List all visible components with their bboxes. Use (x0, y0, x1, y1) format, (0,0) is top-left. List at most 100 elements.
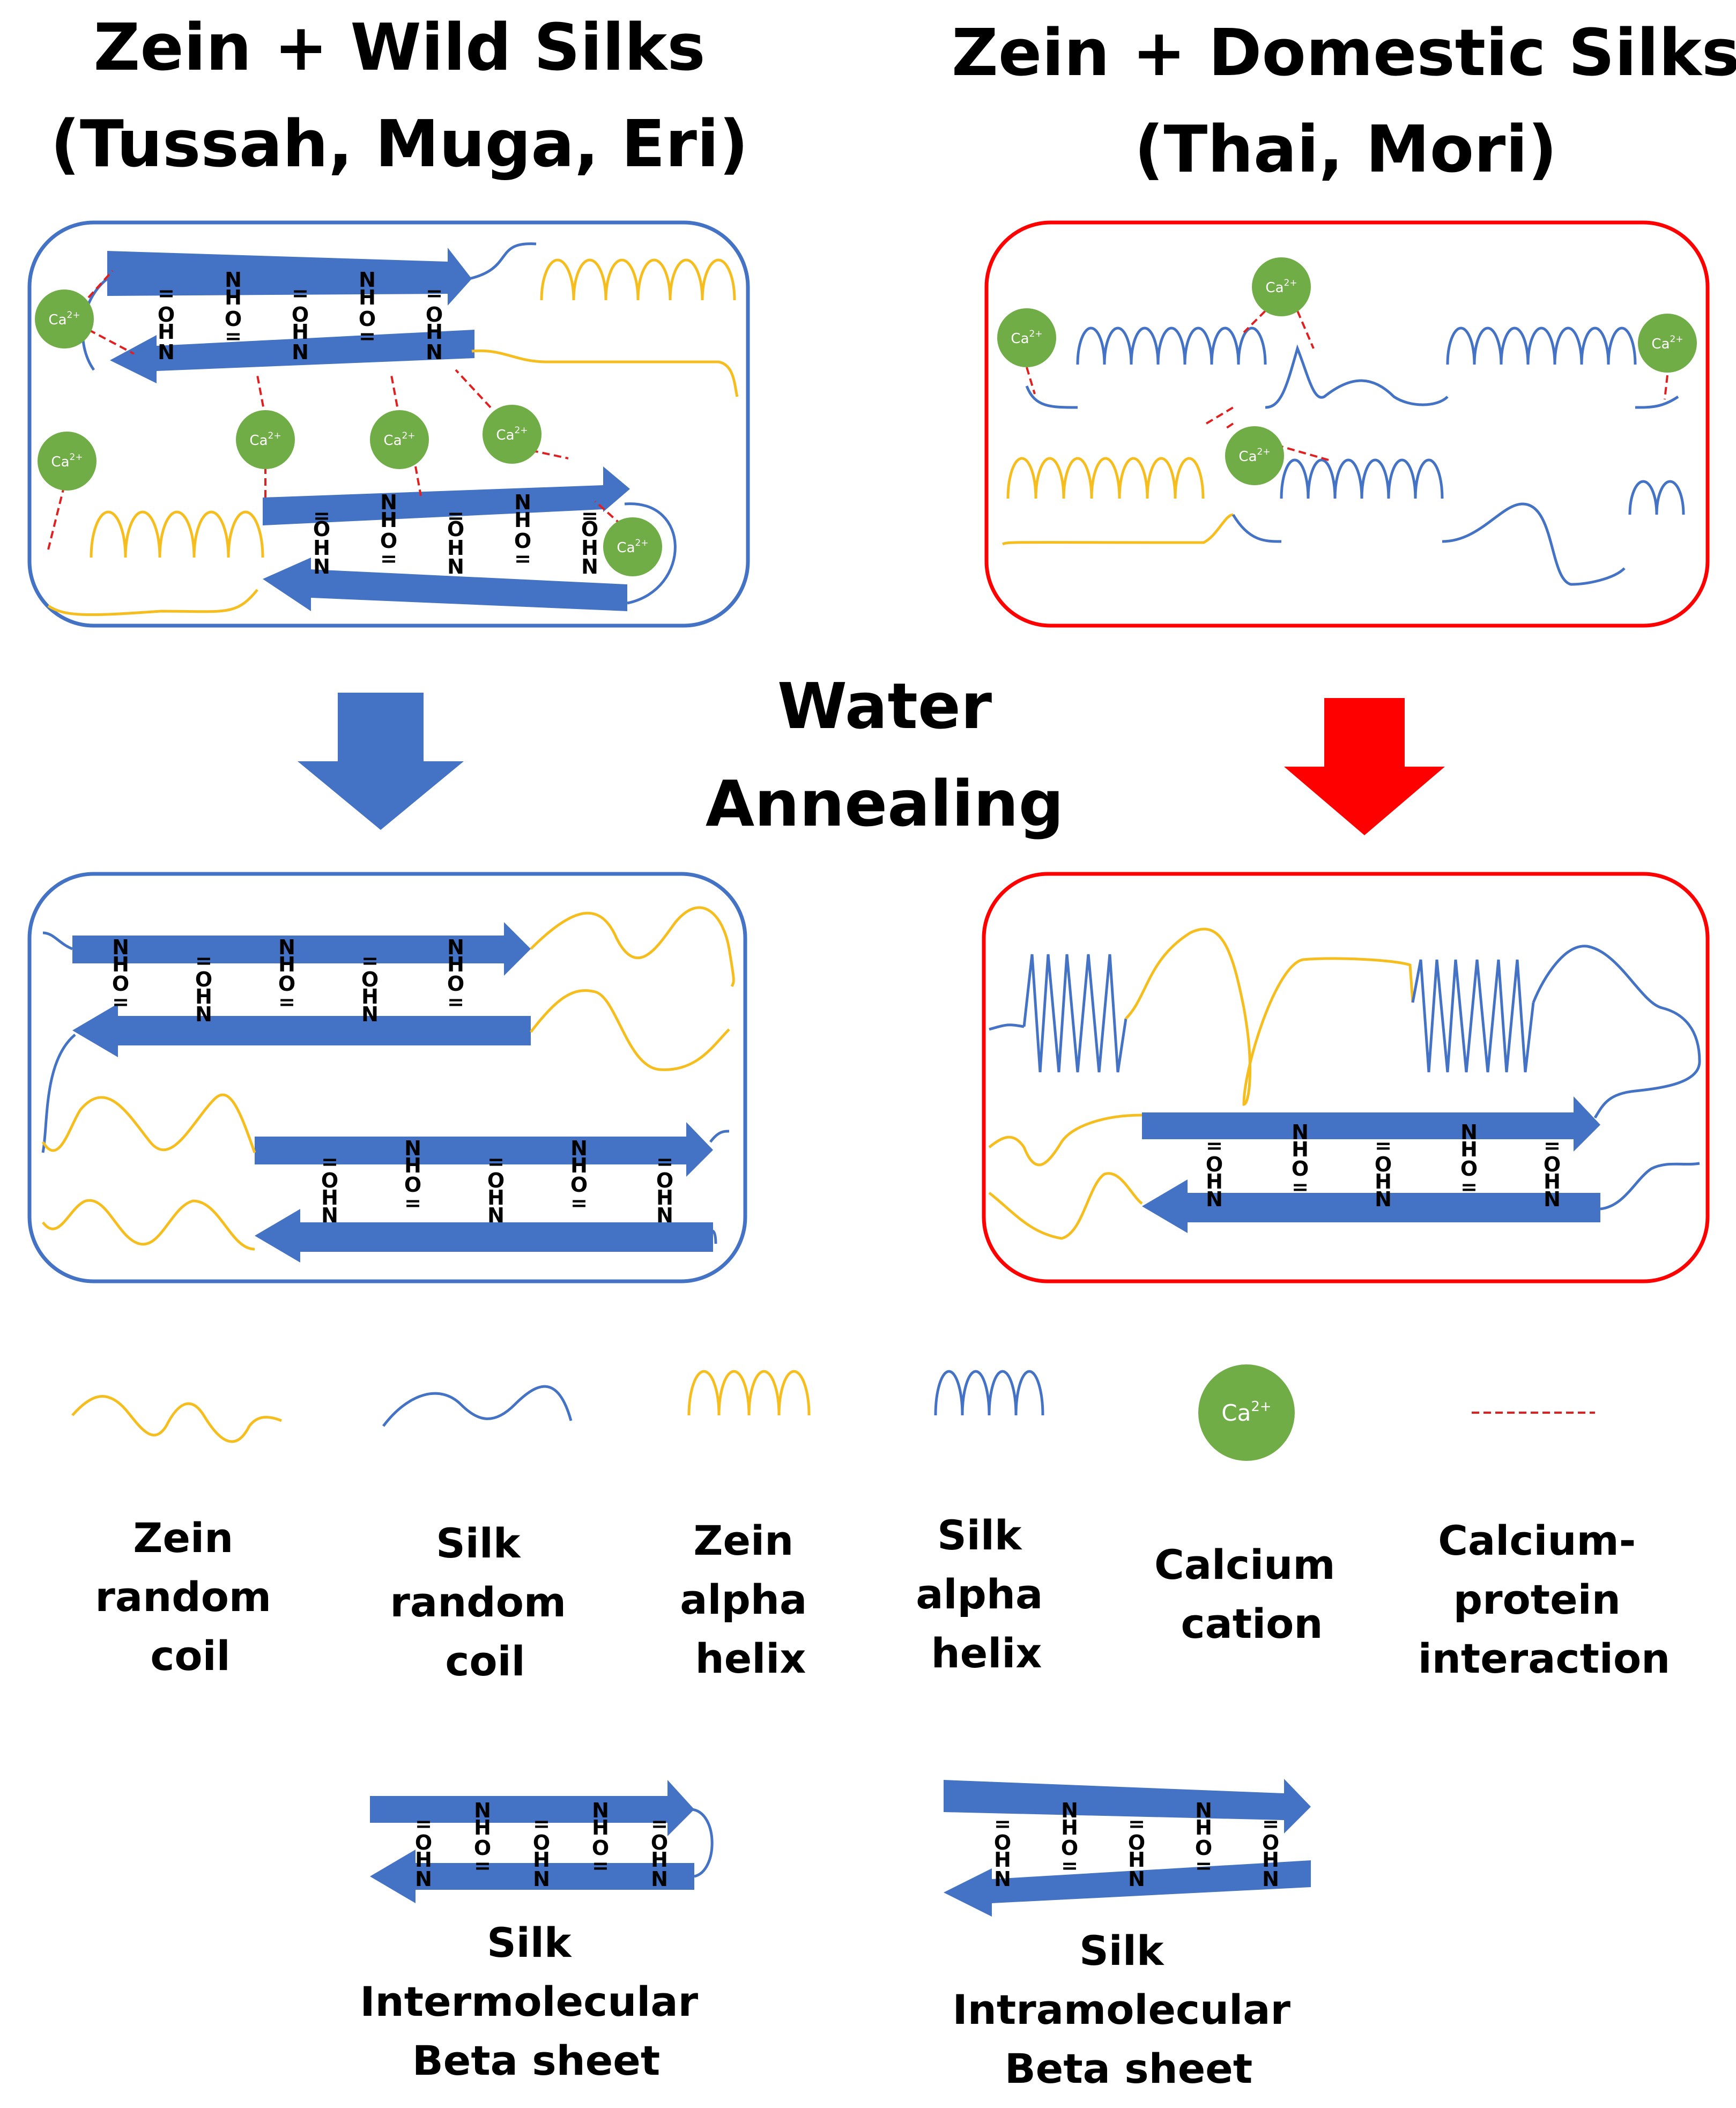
beta-strand-arrow (263, 558, 627, 611)
svg-text:H: H (1128, 1848, 1145, 1872)
svg-text:=: = (292, 281, 309, 305)
svg-text:O: O (112, 972, 129, 996)
svg-text:=: = (994, 1812, 1011, 1836)
svg-text:H: H (474, 1816, 491, 1839)
svg-text:N: N (380, 491, 397, 514)
svg-text:N: N (1128, 1867, 1145, 1891)
svg-text:H: H (651, 1848, 668, 1872)
svg-text:H: H (195, 985, 212, 1008)
svg-text:H: H (313, 536, 330, 560)
svg-text:N: N (1460, 1120, 1478, 1144)
svg-text:=: = (487, 1150, 505, 1174)
svg-text:N: N (426, 340, 443, 364)
svg-text:O: O (158, 303, 175, 326)
beta-strand-arrow (107, 248, 472, 306)
svg-text:N: N (514, 491, 531, 514)
silk-zigzag-helix (1022, 954, 1127, 1073)
svg-text:=: = (656, 1150, 673, 1174)
svg-text:O: O (1544, 1153, 1561, 1176)
svg-text:O: O (533, 1831, 550, 1854)
svg-text:=: = (1460, 1175, 1478, 1199)
hydrogen-bond-ladder: = O H N N H O = = O H N N H O = = O H N (321, 1137, 673, 1227)
svg-text:O: O (474, 1836, 491, 1860)
svg-text:=: = (112, 990, 129, 1014)
svg-text:O: O (1460, 1157, 1478, 1181)
svg-text:N: N (361, 1003, 379, 1026)
legend-calcium-cation-label: Calcium cation (1154, 1541, 1349, 1647)
wild-silks-before-panel (27, 220, 750, 628)
legend-intramolecular-beta-sheet-label: Silk Intramolecular Beta sheet (953, 1927, 1305, 2092)
calcium-ion: Ca2+ (1252, 257, 1311, 316)
svg-text:O: O (447, 517, 464, 541)
wild-silks-subtitle: (Tussah, Muga, Eri) (50, 107, 748, 182)
svg-text:O: O (994, 1831, 1011, 1854)
svg-text:O: O (570, 1173, 588, 1197)
svg-text:=: = (278, 990, 295, 1014)
svg-text:O: O (1061, 1836, 1078, 1860)
silk-zigzag-helix (1411, 959, 1535, 1073)
svg-text:O: O (278, 972, 295, 996)
hydrogen-bond-ladder: N H O = = O H N N H O = = O H N N H O = (112, 936, 464, 1026)
svg-text:=: = (592, 1854, 609, 1877)
beta-strand-arrow (255, 1209, 713, 1263)
svg-text:Ca2+: Ca2+ (1238, 447, 1270, 465)
svg-text:N: N (1544, 1187, 1561, 1211)
svg-text:O: O (321, 1169, 338, 1192)
svg-text:H: H (1061, 1816, 1078, 1839)
svg-text:H: H (415, 1848, 432, 1872)
legend-zein-random-coil-symbol (71, 1395, 282, 1443)
legend-calcium-cation-symbol: Ca2+ (1198, 1364, 1295, 1461)
svg-text:=: = (426, 281, 443, 305)
svg-text:=: = (404, 1191, 421, 1215)
svg-text:H: H (404, 1154, 421, 1177)
svg-text:H: H (112, 953, 129, 976)
svg-text:=: = (570, 1191, 588, 1215)
svg-text:N: N (1195, 1799, 1212, 1822)
svg-text:H: H (380, 508, 397, 532)
hydrogen-bond-ladder: = O H N N H O = = O H N N H O = = O H N (313, 491, 598, 578)
svg-text:N: N (474, 1799, 491, 1822)
wild-silks-after-panel (27, 872, 747, 1283)
svg-text:O: O (514, 529, 531, 553)
svg-text:=: = (1292, 1175, 1309, 1199)
svg-text:N: N (1206, 1187, 1223, 1211)
svg-text:Ca2+: Ca2+ (617, 538, 648, 556)
svg-text:H: H (1195, 1816, 1212, 1839)
beta-strand-arrow (72, 922, 531, 976)
svg-text:O: O (415, 1831, 432, 1854)
svg-text:Ca2+: Ca2+ (249, 430, 281, 449)
svg-text:O: O (651, 1831, 668, 1854)
svg-text:O: O (1262, 1831, 1279, 1854)
domestic-silks-before-panel (984, 220, 1710, 628)
svg-text:H: H (1544, 1170, 1561, 1193)
svg-text:Ca2+: Ca2+ (1011, 329, 1042, 347)
svg-text:H: H (225, 286, 242, 309)
svg-text:=: = (1061, 1854, 1078, 1877)
svg-text:N: N (158, 340, 175, 364)
svg-text:O: O (1375, 1153, 1392, 1176)
beta-strand-arrow (1142, 1179, 1600, 1233)
wild-before-structure: Ca2+ Ca2+ Ca2+ Ca2+ Ca2+ Ca2+ = O H N N (35, 242, 739, 617)
legend-intramolecular-beta-sheet-symbol: = O H N N H O = = O H N N H O = = O H N (944, 1779, 1311, 1917)
svg-text:O: O (592, 1836, 609, 1860)
svg-text:O: O (1292, 1157, 1309, 1181)
svg-text:N: N (656, 1204, 673, 1227)
calcium-ion: Ca2+ (236, 410, 295, 469)
hydrogen-bond-ladder: = O H N N H O = = O H N N H O = = O H N (158, 268, 443, 364)
svg-text:O: O (404, 1173, 421, 1197)
legend-zein-alpha-helix-label: Zein alpha helix (680, 1517, 821, 1682)
svg-text:H: H (994, 1848, 1011, 1872)
legend-silk-random-coil-symbol (382, 1385, 573, 1427)
svg-text:H: H (158, 320, 175, 344)
svg-text:=: = (533, 1812, 550, 1836)
svg-text:N: N (651, 1867, 668, 1891)
svg-text:N: N (592, 1799, 609, 1822)
svg-text:H: H (292, 320, 309, 344)
svg-text:=: = (1206, 1134, 1223, 1157)
svg-text:=: = (1544, 1134, 1561, 1157)
beta-strand-arrow (1142, 1096, 1600, 1152)
svg-text:H: H (1262, 1848, 1279, 1872)
svg-text:N: N (321, 1204, 338, 1227)
svg-text:O: O (1206, 1153, 1223, 1176)
